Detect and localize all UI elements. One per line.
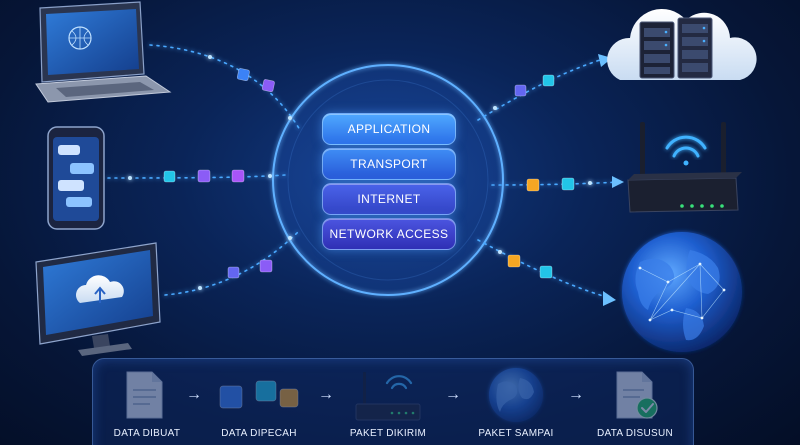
globe-icon	[622, 232, 742, 352]
packet-cube	[507, 254, 521, 268]
link-monitor	[164, 229, 301, 296]
central-ring	[272, 64, 504, 296]
packet-cube	[236, 68, 250, 82]
packet-cube	[259, 259, 273, 273]
process-flow-panel	[92, 358, 694, 445]
step-label-data-dipecah: DATA DIPECAH	[221, 428, 297, 439]
layer-application: APPLICATION	[322, 113, 456, 145]
link-globe	[477, 239, 611, 299]
laptop-icon	[35, 1, 172, 103]
packet-cube	[514, 84, 527, 97]
link-laptop	[149, 44, 301, 131]
flow-arrow: →	[445, 386, 461, 403]
smartphone-icon	[47, 126, 105, 230]
step-label-paket-dikirim: PAKET DIKIRIM	[349, 428, 427, 439]
step-label-paket-sampai: PAKET SAMPAI	[478, 428, 554, 439]
monitor-cloud-icon	[35, 242, 161, 356]
link-arrowheads	[598, 54, 624, 306]
router-icon	[627, 122, 742, 213]
packet-cube	[561, 177, 575, 191]
packet-cube	[542, 74, 555, 87]
link-phone	[107, 174, 286, 179]
link-cloud	[477, 59, 601, 121]
flow-arrow: →	[318, 386, 334, 403]
step-label-data-disusun: DATA DISUSUN	[596, 428, 674, 439]
packet-cube	[526, 178, 540, 192]
link-glow-dots	[128, 55, 592, 290]
flow-arrow: →	[186, 386, 202, 403]
packet-cube	[163, 170, 176, 183]
layer-internet: INTERNET	[322, 183, 456, 215]
cloud-server-icon	[607, 9, 757, 80]
packet-cube	[539, 265, 553, 279]
packet-cube	[231, 169, 245, 183]
packet-cube	[197, 169, 211, 183]
data-packets	[163, 68, 575, 279]
layer-transport: TRANSPORT	[322, 148, 456, 180]
link-router	[491, 181, 621, 186]
layer-network-access: NETWORK ACCESS	[322, 218, 456, 250]
packet-cube	[261, 79, 275, 93]
arrow-globe	[603, 291, 616, 306]
arrow-router	[612, 176, 624, 188]
flow-arrow: →	[568, 386, 584, 403]
packet-cube	[227, 266, 240, 279]
step-label-data-dibuat: DATA DIBUAT	[113, 428, 181, 439]
